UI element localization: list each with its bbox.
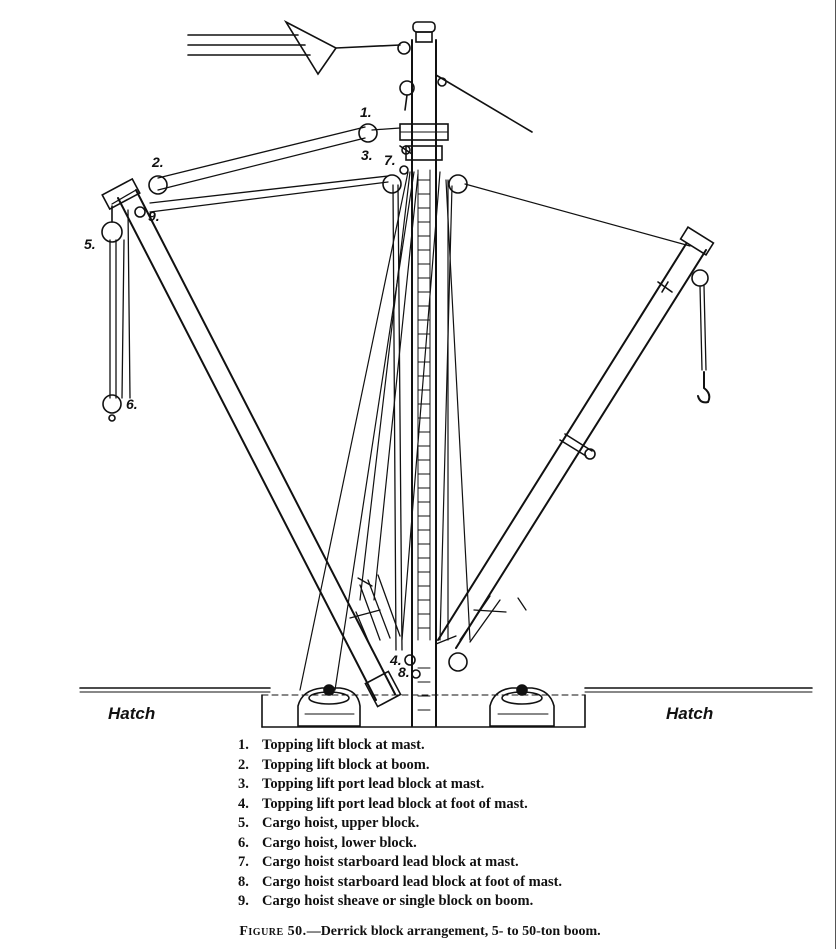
legend-text: Cargo hoist sheave or single block on bo… xyxy=(262,893,534,909)
block-4 xyxy=(404,654,416,666)
legend-number: 4. xyxy=(238,795,249,812)
label-block-8: 8. xyxy=(398,664,410,680)
label-block-3: 3. xyxy=(361,147,373,163)
legend-text: Cargo hoist, lower block. xyxy=(262,834,417,851)
legend-item: 4. Topping lift port lead block at foot o… xyxy=(238,795,562,815)
label-block-5: 5. xyxy=(84,236,96,252)
figure-caption: Figure 50.—Derrick block arrangement, 5-… xyxy=(0,924,840,940)
legend-text: Cargo hoist starboard lead block at foot… xyxy=(262,873,563,890)
legend-number: 3. xyxy=(238,776,249,792)
label-block-9: 9. xyxy=(148,208,160,224)
figure-number: Figure 50. xyxy=(239,924,307,939)
legend-text: Cargo hoist starboard lead block at mast… xyxy=(262,854,519,870)
legend-text: Topping lift port lead block at foot of … xyxy=(262,795,528,812)
block-8 xyxy=(411,669,421,679)
hatch-label-left: Hatch xyxy=(108,704,156,723)
right-boom xyxy=(437,226,715,649)
mast-ladder-rungs xyxy=(417,179,431,711)
legend-item: 3. Topping lift port lead block at mast. xyxy=(238,775,562,795)
block-1 xyxy=(358,123,378,143)
label-block-6: 6. xyxy=(126,396,138,412)
legend-item: 2. Topping lift block at boom. xyxy=(238,756,562,776)
legend-number: 9. xyxy=(238,893,249,909)
hatch-label-right: Hatch xyxy=(666,704,714,723)
label-block-7: 7. xyxy=(384,152,396,168)
block-7 xyxy=(382,165,409,194)
caption-text: —Derrick block arrangement, 5- to 50-ton… xyxy=(306,924,601,939)
deck xyxy=(79,687,813,728)
block-9 xyxy=(134,206,146,218)
legend-number: 8. xyxy=(238,873,249,890)
block-2 xyxy=(148,175,168,195)
block-starboard-mast xyxy=(448,174,468,194)
legend-number: 7. xyxy=(238,854,249,870)
wind-pennant xyxy=(187,19,411,76)
label-block-1: 1. xyxy=(360,104,372,120)
label-block-2: 2. xyxy=(152,154,164,170)
masthead-stay xyxy=(399,74,533,133)
legend-number: 1. xyxy=(238,737,249,753)
deck-pedestal-left xyxy=(297,684,361,727)
derrick-diagram xyxy=(79,19,813,728)
left-boom xyxy=(101,177,402,708)
block-foot-starboard xyxy=(448,652,468,672)
legend-number: 5. xyxy=(238,815,249,831)
label-block-4: 4. xyxy=(390,652,402,668)
legend-text: Topping lift block at boom. xyxy=(262,756,430,773)
legend-text: Cargo hoist, upper block. xyxy=(262,815,420,831)
left-cargo-hoist xyxy=(101,205,131,422)
lead-wires xyxy=(299,171,471,691)
legend-text: Topping lift block at mast. xyxy=(262,737,425,753)
legend-number: 2. xyxy=(238,756,249,773)
legend-item: 9. Cargo hoist sheave or single block on … xyxy=(238,892,562,912)
block-3 xyxy=(399,145,413,155)
legend-number: 6. xyxy=(238,834,249,851)
topping-lift-falls xyxy=(111,126,401,205)
right-cargo-hoist xyxy=(691,269,711,404)
deck-pedestal-right xyxy=(489,684,555,727)
legend-item: 6. Cargo hoist, lower block. xyxy=(238,834,562,854)
legend-item: 8. Cargo hoist starboard lead block at fo… xyxy=(238,873,562,893)
block-legend: 1. Topping lift block at mast. 2. Topping … xyxy=(238,736,562,912)
right-boom-span xyxy=(447,179,691,641)
boom-foot-gear xyxy=(349,574,527,651)
legend-item: 7. Cargo hoist starboard lead block at ma… xyxy=(238,853,562,873)
legend-item: 1. Topping lift block at mast. xyxy=(238,736,562,756)
boom-span-wires xyxy=(149,175,403,651)
page-edge-rule xyxy=(835,0,836,949)
legend-text: Topping lift port lead block at mast. xyxy=(262,776,485,792)
legend-item: 5. Cargo hoist, upper block. xyxy=(238,814,562,834)
